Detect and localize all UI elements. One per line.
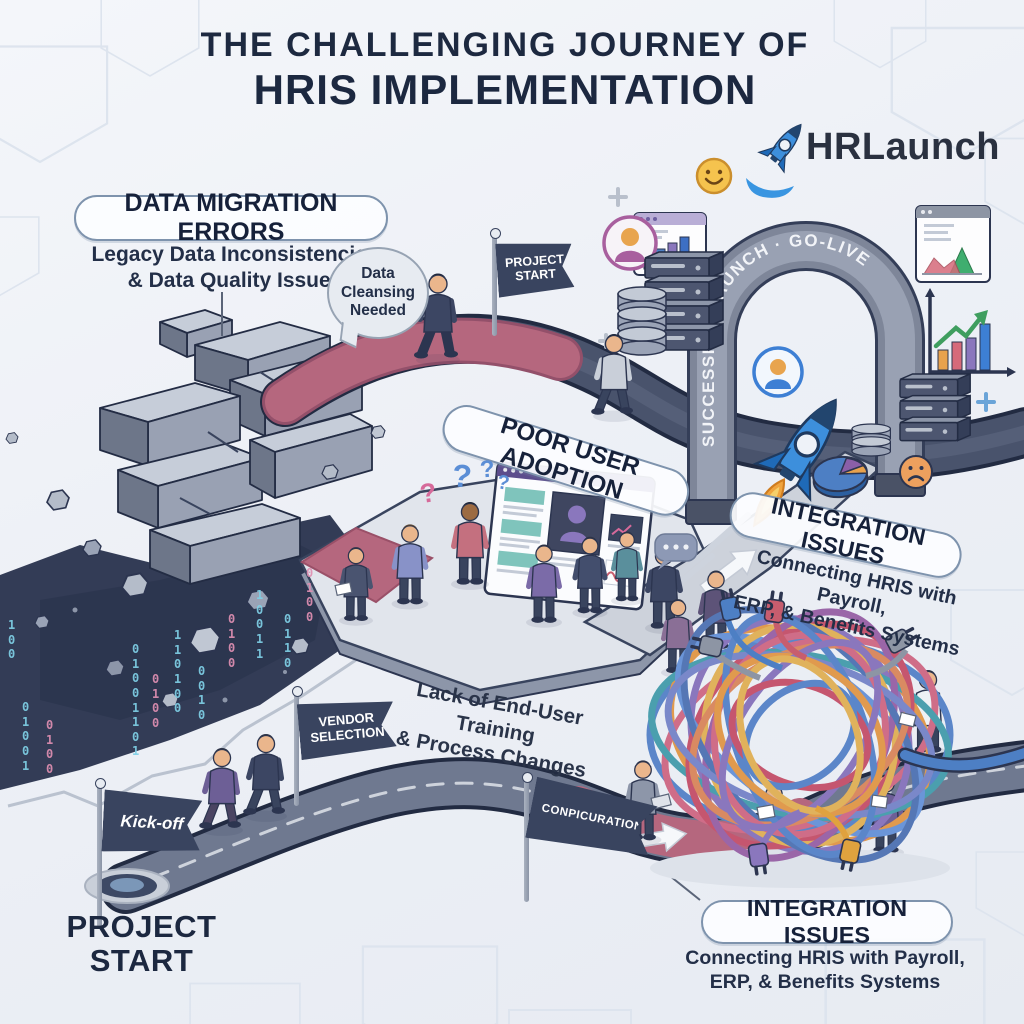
subtitle-integration-bottom: Connecting HRIS with Payroll, ERP, & Ben… — [676, 946, 974, 995]
question-mark: ? — [479, 455, 496, 484]
start-pad — [84, 868, 170, 904]
page-title-line2: HRIS IMPLEMENTATION — [253, 66, 757, 113]
binary-stream: 0100 — [46, 718, 54, 776]
binary-stream: 01001101 — [132, 642, 140, 759]
falling-rocks — [5, 425, 386, 708]
project-start-label: PROJECT START — [64, 909, 219, 979]
badge-integration-issues-bottom: INTEGRATION ISSUES — [701, 895, 953, 948]
growth-chart-icon — [925, 288, 1016, 377]
subtitle-line: ERP, & Benefits Systems — [709, 971, 941, 994]
subtitle-line: & Data Quality Issues — [127, 269, 343, 293]
flagpole — [522, 772, 533, 902]
brand-name: HRLaunch — [806, 126, 1000, 168]
line-chart-window-icon — [915, 205, 991, 283]
flagpole — [95, 778, 106, 928]
binary-stream: 0100 — [152, 672, 160, 730]
server-stack-icon-2 — [899, 372, 971, 442]
cliff-rocks — [99, 309, 373, 585]
paper-props — [334, 581, 917, 820]
happy-face-icon — [695, 157, 733, 195]
flagpole — [490, 228, 501, 336]
pie-chart-icon — [812, 455, 869, 499]
subtitle-data-migration: Legacy Data Inconsistencies & Data Quali… — [82, 242, 388, 295]
question-mark: ? — [450, 457, 474, 495]
binary-stream: 110100 — [174, 628, 182, 716]
flag-label: Kick-off — [120, 811, 184, 834]
binary-stream: 10011 — [256, 588, 264, 661]
user-avatar-icon-blue — [752, 346, 804, 398]
logo-rocket-icon — [746, 113, 815, 198]
bubble-line: Needed — [350, 302, 406, 320]
plus-icon-blue — [976, 392, 996, 412]
flag-kickoff: Kick-off — [101, 789, 202, 856]
subtitle-line: Legacy Data Inconsistencies — [91, 243, 379, 266]
bubble-line: Data — [361, 264, 395, 282]
page-title-line1: THE CHALLENGING JOURNEY OF — [200, 26, 810, 64]
database-icon — [617, 286, 667, 356]
binary-stream: 0110 — [284, 612, 292, 670]
binary-stream: 0100 — [306, 566, 314, 624]
speech-bubble-icon — [654, 533, 698, 570]
binary-stream: 100 — [8, 618, 16, 662]
user-avatar-icon-purple — [602, 215, 658, 271]
binary-stream: 0100 — [228, 612, 236, 670]
badge-data-migration-errors: DATA MIGRATION ERRORS — [74, 189, 388, 246]
database-icon-2 — [851, 423, 892, 457]
sad-face-icon — [899, 455, 933, 489]
flag-label: START — [514, 266, 557, 284]
project-start-line: PROJECT — [66, 909, 217, 944]
binary-stream: 0010 — [198, 664, 206, 722]
plugs — [688, 586, 1024, 877]
binary-stream: 01001 — [22, 700, 30, 773]
flagpole — [292, 686, 303, 806]
flag-label: CONPICURATION — [540, 802, 644, 835]
label-connector-line-2 — [669, 875, 701, 901]
project-start-line: START — [89, 943, 194, 979]
subtitle-line: Connecting HRIS with Payroll, — [685, 947, 965, 969]
bubble-line: Cleansing — [340, 283, 416, 301]
